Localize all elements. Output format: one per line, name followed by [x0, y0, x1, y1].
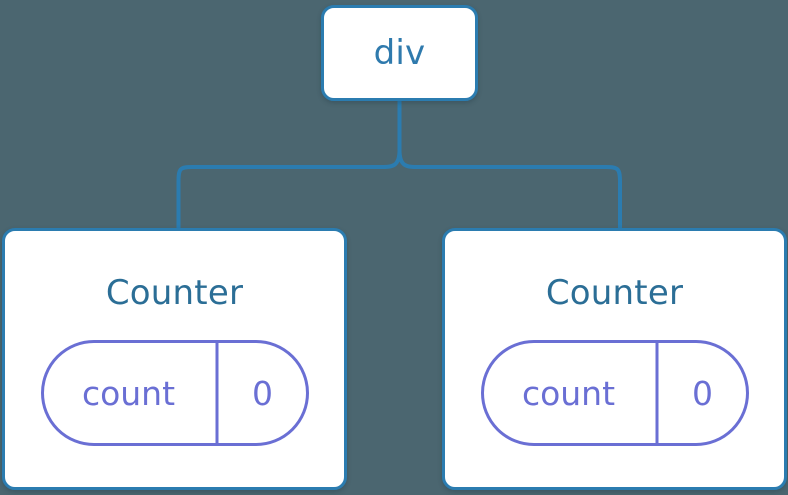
state-key-label: count — [81, 373, 176, 413]
state-pill-shape — [40, 340, 309, 446]
node-root-div[interactable]: div — [321, 5, 478, 101]
state-key-label: count — [521, 373, 616, 413]
component-title: Counter — [105, 273, 244, 313]
state-value-label: 0 — [692, 373, 713, 413]
root-node-label: div — [373, 33, 426, 73]
node-counter-right[interactable]: Counter count 0 — [442, 228, 787, 490]
connector-to-left-child — [176, 149, 402, 230]
state-value-label: 0 — [252, 373, 273, 413]
component-title: Counter — [545, 273, 684, 313]
state-pill-content: count 0 — [41, 340, 309, 446]
state-pill-shape — [480, 340, 749, 446]
state-pill-content: count 0 — [481, 340, 749, 446]
connector-to-right-child — [397, 149, 622, 230]
node-counter-left[interactable]: Counter count 0 — [2, 228, 347, 490]
state-pill-left[interactable]: count 0 — [40, 340, 309, 446]
state-pill-right[interactable]: count 0 — [480, 340, 749, 446]
